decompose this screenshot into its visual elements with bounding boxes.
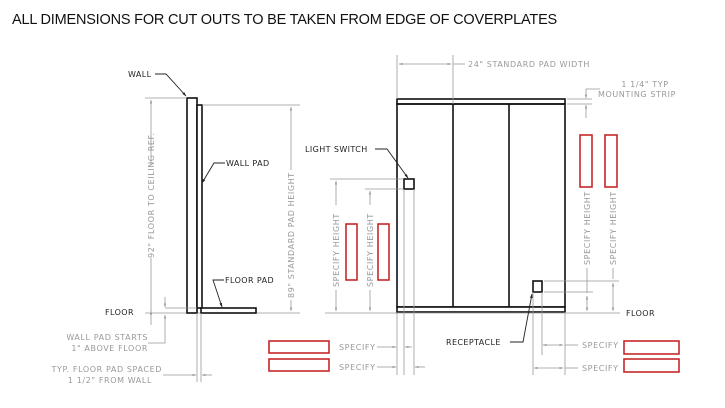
light-switch-height-field-1[interactable]	[345, 223, 358, 281]
mounting-strip-bottom	[396, 306, 566, 313]
floor-pad-shape	[200, 307, 257, 314]
wall-shape	[186, 97, 198, 314]
receptacle-offset-field-1[interactable]	[623, 340, 680, 355]
light-switch-offset-field-1[interactable]	[268, 340, 330, 354]
dim-light-switch-offset-2: SPECIFY	[339, 363, 376, 372]
label-wall: WALL	[128, 70, 152, 79]
input-boxes	[268, 134, 680, 373]
note-floor-pad-spacing-2: 1 1/2" FROM WALL	[68, 376, 152, 385]
dim-receptacle-offset-2: SPECIFY	[582, 364, 619, 373]
dim-light-switch-height-1: SPECIFY HEIGHT	[332, 213, 341, 287]
note-floor-pad-spacing-1: TYP. FLOOR PAD SPACED	[50, 365, 162, 374]
receptacle-offset-field-2[interactable]	[623, 358, 680, 373]
dim-standard-pad-width: 24" STANDARD PAD WIDTH	[468, 60, 590, 69]
label-light-switch: LIGHT SWITCH	[305, 145, 368, 154]
note-wall-pad-start-2: 1" ABOVE FLOOR	[71, 344, 148, 353]
receptacle-shape	[532, 280, 543, 293]
dim-light-switch-height-2: SPECIFY HEIGHT	[366, 213, 375, 287]
page-title: ALL DIMENSIONS FOR CUT OUTS TO BE TAKEN …	[12, 12, 558, 28]
wall-pad-shape	[196, 104, 203, 309]
light-switch-offset-field-2[interactable]	[268, 358, 330, 372]
note-wall-pad-start-1: WALL PAD STARTS	[66, 333, 148, 342]
label-floor-front: FLOOR	[626, 309, 655, 318]
dim-standard-pad-height: 89" STANDARD PAD HEIGHT	[287, 172, 296, 298]
dim-floor-to-ceiling: 92" FLOOR TO CEILING REF.	[147, 132, 156, 258]
dim-receptacle-height-1: SPECIFY HEIGHT	[583, 191, 592, 265]
dim-receptacle-offset-1: SPECIFY	[582, 341, 619, 350]
label-floor-side: FLOOR	[105, 308, 134, 317]
label-wall-pad: WALL PAD	[226, 159, 270, 168]
light-switch-shape	[403, 178, 415, 190]
label-receptacle: RECEPTACLE	[446, 338, 501, 347]
dim-mounting-strip-1: 1 1/4" TYP	[621, 80, 668, 89]
side-view: 92" FLOOR TO CEILING REF. 89" STANDARD P…	[50, 70, 300, 385]
receptacle-height-field-1[interactable]	[579, 134, 593, 188]
receptacle-height-field-2[interactable]	[604, 134, 618, 188]
pad-panel-outline	[396, 103, 566, 308]
dim-light-switch-offset-1: SPECIFY	[339, 343, 376, 352]
light-switch-height-field-2[interactable]	[377, 223, 390, 281]
front-view: 24" STANDARD PAD WIDTH 1 1/4" TYP MOUNTI…	[305, 55, 676, 375]
dim-receptacle-height-2: SPECIFY HEIGHT	[609, 191, 618, 265]
dim-mounting-strip-2: MOUNTING STRIP	[598, 90, 676, 99]
label-floor-pad: FLOOR PAD	[225, 276, 274, 285]
